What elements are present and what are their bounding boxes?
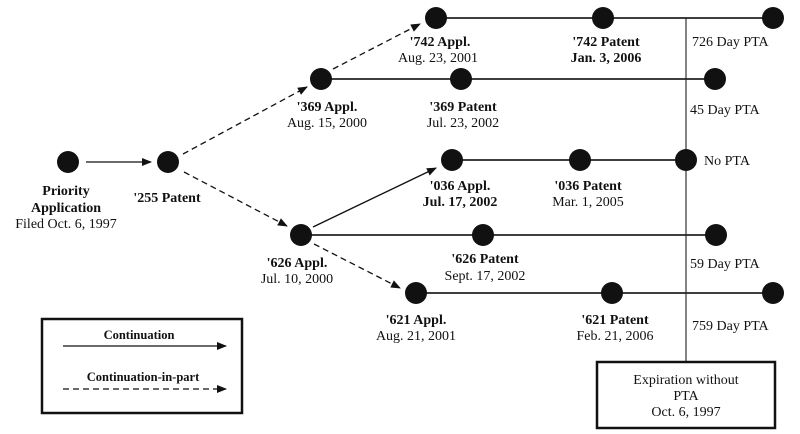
expiration-date: Oct. 6, 1997 <box>651 405 720 420</box>
node-036-pta <box>675 149 697 171</box>
legend-continuation-label: Continuation <box>104 328 175 342</box>
node-priority <box>57 151 79 173</box>
appl-036-date: Jul. 17, 2002 <box>423 195 498 210</box>
node-255 <box>157 151 179 173</box>
node-369-pta <box>704 68 726 90</box>
appl-626-date: Jul. 10, 2000 <box>261 272 333 287</box>
appl-369-label: '369 Appl. <box>297 100 358 115</box>
patent-036-label: '036 Patent <box>554 179 622 194</box>
node-742-appl <box>425 7 447 29</box>
node-742-patent <box>592 7 614 29</box>
priority-date: Filed Oct. 6, 1997 <box>15 217 117 232</box>
node-621-pta <box>762 282 784 304</box>
pta-036: No PTA <box>704 154 751 169</box>
patent-742-date: Jan. 3, 2006 <box>571 51 642 66</box>
node-369-patent <box>450 68 472 90</box>
appl-742-label: '742 Appl. <box>410 35 471 50</box>
priority-label-line2: Application <box>31 201 101 216</box>
patent-036-date: Mar. 1, 2005 <box>552 195 624 210</box>
appl-621-date: Aug. 21, 2001 <box>376 329 456 344</box>
appl-036-label: '036 Appl. <box>430 179 491 194</box>
pta-742: 726 Day PTA <box>692 35 770 50</box>
patent-369-date: Jul. 23, 2002 <box>427 116 499 131</box>
node-036-patent <box>569 149 591 171</box>
node-626-pta <box>705 224 727 246</box>
node-626-patent <box>472 224 494 246</box>
patent-621-label: '621 Patent <box>581 313 649 328</box>
node-742-pta <box>762 7 784 29</box>
patent-626-date: Sept. 17, 2002 <box>445 269 526 284</box>
appl-369-date: Aug. 15, 2000 <box>287 116 367 131</box>
node-626-appl <box>290 224 312 246</box>
expiration-line2: PTA <box>673 389 699 404</box>
patent-626-label: '626 Patent <box>451 252 519 267</box>
appl-626-label: '626 Appl. <box>267 256 328 271</box>
arrow-626-to-036 <box>313 168 436 227</box>
node-036-appl <box>441 149 463 171</box>
pta-626: 59 Day PTA <box>690 257 761 272</box>
legend-cip-label: Continuation-in-part <box>87 370 200 384</box>
node-369-appl <box>310 68 332 90</box>
pta-621: 759 Day PTA <box>692 319 770 334</box>
node-621-patent <box>601 282 623 304</box>
patent-255-label: '255 Patent <box>133 191 201 206</box>
expiration-line1: Expiration without <box>633 373 738 388</box>
priority-label-line1: Priority <box>42 184 89 199</box>
pta-369: 45 Day PTA <box>690 103 761 118</box>
patent-742-label: '742 Patent <box>572 35 640 50</box>
appl-621-label: '621 Appl. <box>386 313 447 328</box>
patent-621-date: Feb. 21, 2006 <box>577 329 654 344</box>
patent-369-label: '369 Patent <box>429 100 497 115</box>
appl-742-date: Aug. 23, 2001 <box>398 51 478 66</box>
node-621-appl <box>405 282 427 304</box>
